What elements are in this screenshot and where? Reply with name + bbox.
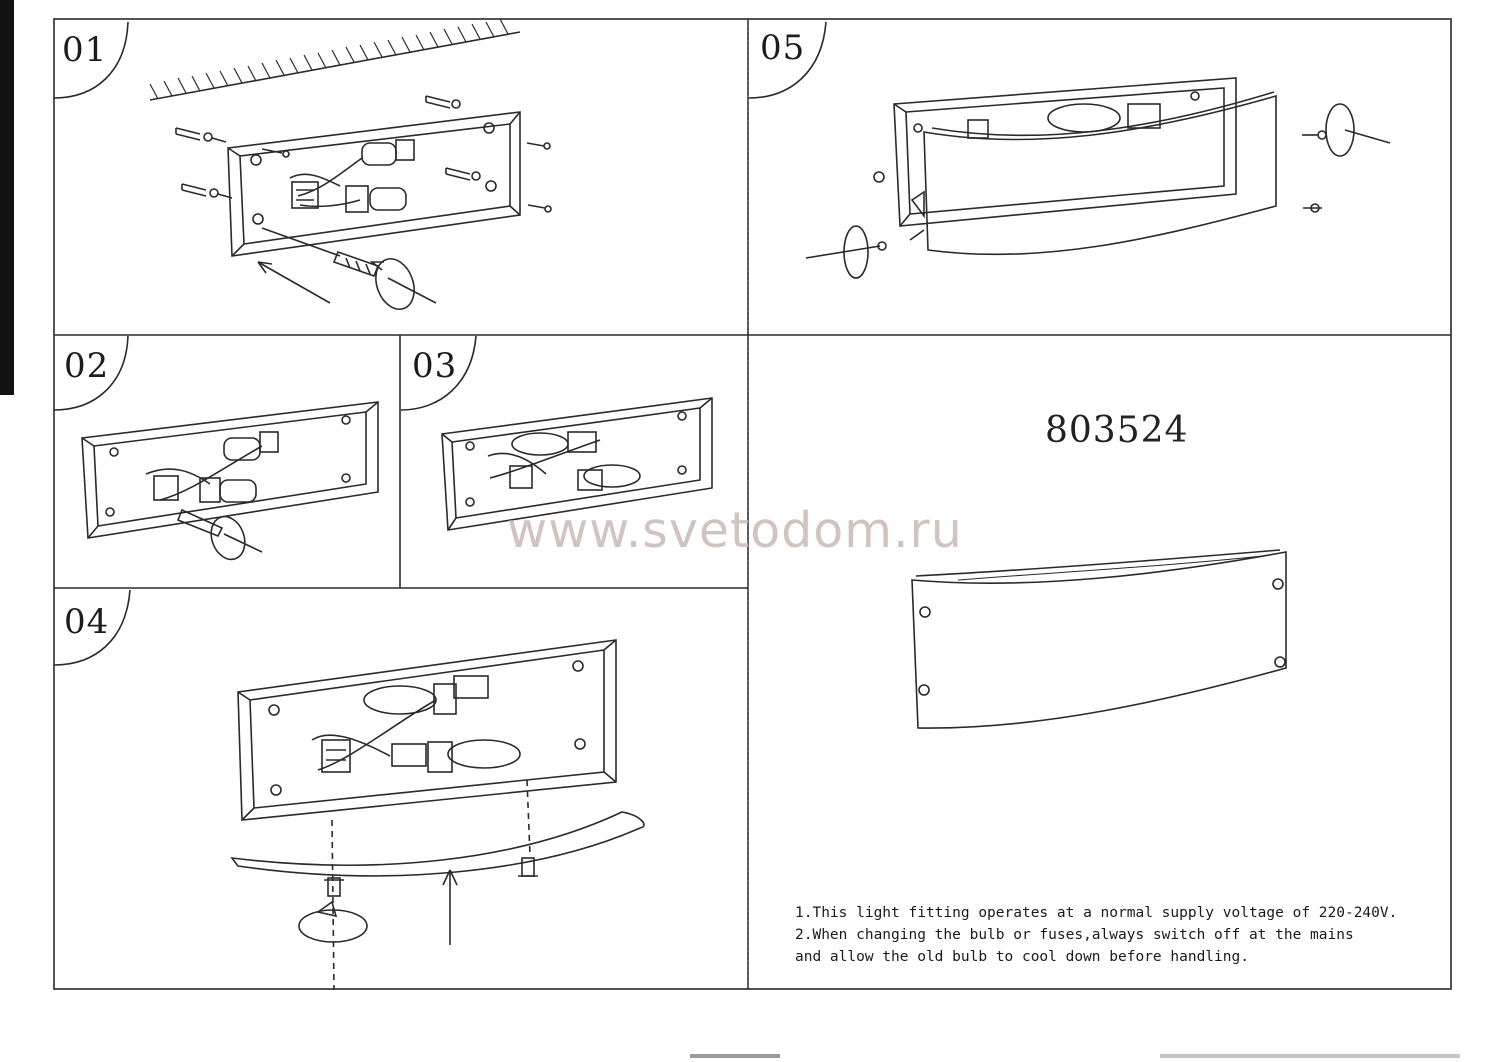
step-05-illustration [805,77,1391,279]
step-02-arc [53,335,129,411]
scan-bottom-mark-1 [690,1054,780,1058]
step-03-illustration [441,397,713,531]
step-label-03: 03 [412,346,458,386]
scan-edge-shadow [0,0,14,395]
note-line-1: 1.This light fitting operates at a norma… [795,905,1398,921]
step-02-illustration [81,401,379,561]
step-04-arc [53,589,131,666]
safety-notes: 1.This light fitting operates at a norma… [795,902,1397,968]
step-label-01: 01 [62,30,108,70]
step-label-05: 05 [760,28,806,68]
watermark-text: www.svetodom.ru [507,502,963,559]
step-04-illustration [230,639,645,991]
product-shade-drawing [911,549,1287,729]
model-number: 803524 [1045,410,1189,451]
step-03-arc [400,335,477,411]
step-05-arc [748,21,827,99]
note-line-2: 2.When changing the bulb or fuses,always… [795,927,1354,943]
step-01-arc [53,21,129,99]
step-label-02: 02 [64,346,110,386]
note-line-3: and allow the old bulb to cool down befo… [795,949,1249,965]
outer-frame [53,18,1452,990]
scan-bottom-mark-2 [1160,1054,1460,1058]
step-01-illustration [149,18,552,310]
step-label-04: 04 [64,602,110,642]
